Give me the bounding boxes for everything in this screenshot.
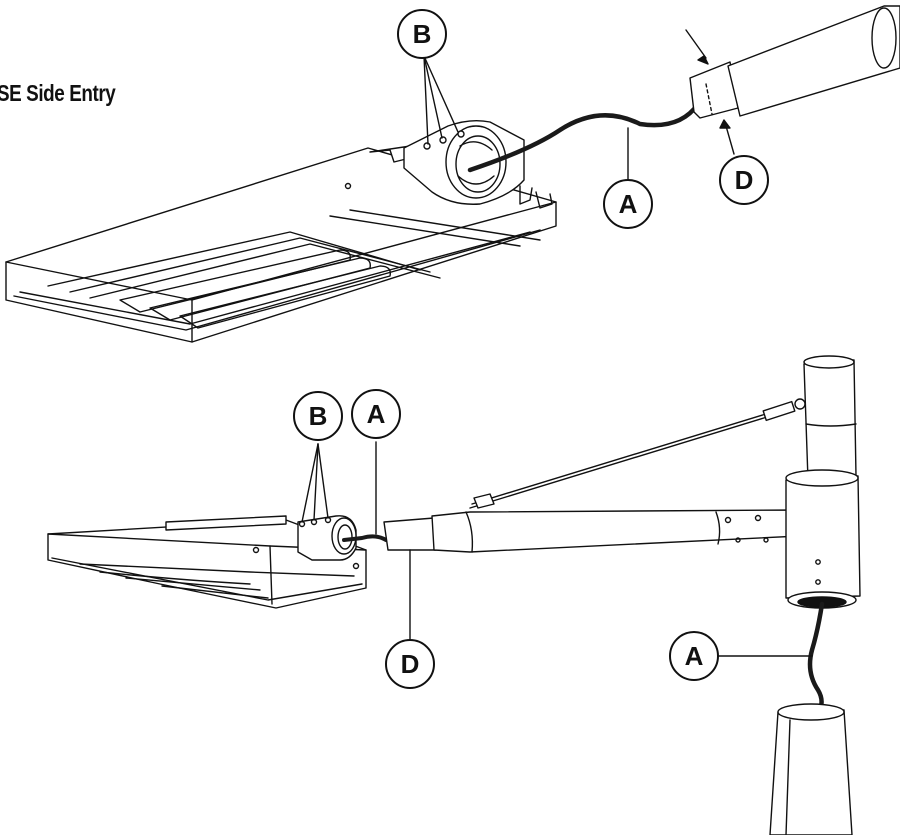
callout-b-top: B <box>397 9 447 59</box>
callout-d-bottom: D <box>385 639 435 689</box>
top-knuckle-clamp <box>403 119 525 205</box>
svg-text:B: B <box>413 19 432 49</box>
callout-a-top: A <box>603 179 653 229</box>
svg-text:B: B <box>309 401 328 431</box>
svg-text:A: A <box>367 399 386 429</box>
top-leader-lines-b <box>423 55 459 145</box>
bottom-short-cable <box>342 534 388 542</box>
bottom-leader-lines-b <box>301 443 329 523</box>
callout-a-pole: A <box>669 631 719 681</box>
pole-lower <box>769 703 853 835</box>
bottom-fixture <box>47 515 367 609</box>
svg-text:A: A <box>685 641 704 671</box>
callout-d-top: D <box>719 155 769 205</box>
support-rod <box>469 398 806 509</box>
mast-arm <box>383 507 859 641</box>
pole-collar <box>785 469 861 609</box>
diagram-title: SE Side Entry <box>0 80 116 106</box>
callout-b-bottom: B <box>293 391 343 441</box>
top-tenon-pipe <box>685 5 900 155</box>
bottom-knuckle-clamp <box>297 515 357 561</box>
svg-text:A: A <box>619 189 638 219</box>
svg-text:D: D <box>401 649 420 679</box>
pole-upper <box>803 355 857 481</box>
top-power-cable <box>467 101 701 173</box>
svg-text:D: D <box>735 165 754 195</box>
callout-a-bottom: A <box>351 389 401 439</box>
bottom-pole-cable <box>807 601 825 713</box>
